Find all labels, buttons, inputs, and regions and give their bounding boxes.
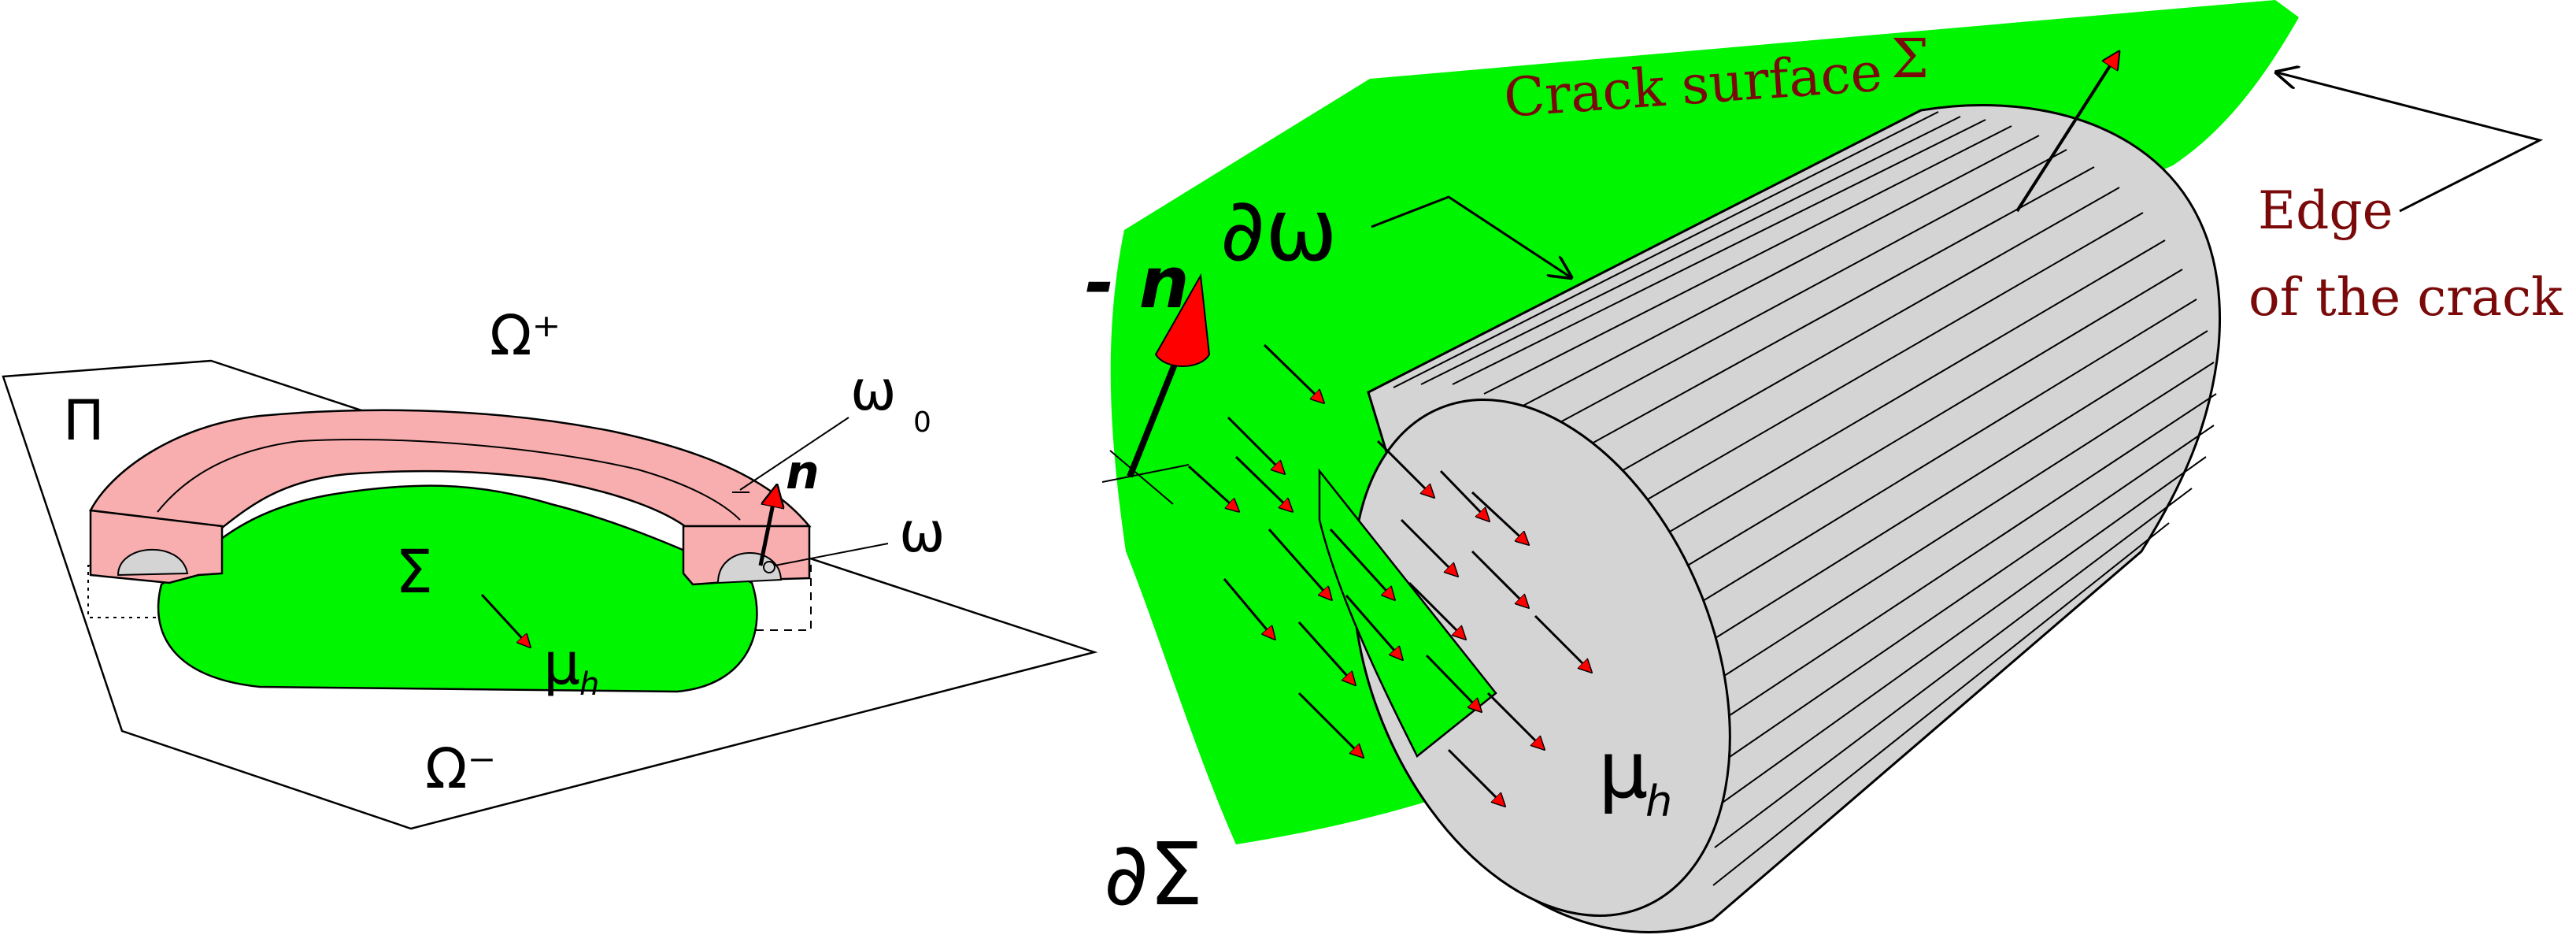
omega0-leader	[739, 417, 849, 491]
boundary-sigma-label: ∂Σ	[1104, 824, 1203, 925]
normal-n-arrow	[758, 488, 776, 566]
minus-n-cone	[1154, 273, 1211, 367]
edge-caption-line1: Edge	[2258, 180, 2393, 241]
crack-normal-arrow	[2015, 54, 2118, 213]
cross-section-omega-label: ω	[899, 500, 946, 565]
mu-h-subscript-left: h	[579, 666, 599, 703]
tube-ridge-line	[157, 439, 741, 521]
minus-n-shaft	[1127, 357, 1180, 478]
cylinder-front-face	[1352, 399, 1731, 917]
crack-surface-cut	[1318, 468, 1497, 758]
measure-arrows-face	[1376, 440, 1590, 805]
left-panel: Π Ω⁺ Ω⁻ ω 0 ω n Σ μ h	[2, 303, 1098, 830]
right-panel: Crack surface Σ Edge of the crack ∂ω - n…	[1085, 0, 2563, 933]
measure-arrows-outer	[1187, 343, 1401, 756]
omega-marker-circle	[763, 561, 775, 573]
omega-leader	[774, 543, 889, 566]
minus-n-cross-a	[1109, 450, 1174, 505]
surface-sigma-label: Σ	[395, 536, 433, 607]
crack-surface-sigma	[157, 484, 758, 693]
mu-h-label-right: μ	[1598, 724, 1649, 816]
edge-caption-line2: of the crack	[2248, 267, 2563, 328]
normal-n-label: n	[786, 445, 820, 500]
minus-normal-label: - n	[1085, 242, 1190, 325]
lower-domain-label: Ω⁻	[425, 736, 496, 801]
cylinder-hatching	[1393, 111, 2217, 886]
mu-h-arrow-left	[480, 593, 529, 646]
tube-omega0-label: ω	[850, 358, 897, 423]
boundary-omega-leader	[1371, 195, 1571, 277]
boundary-omega-label: ∂ω	[1220, 180, 1338, 280]
tube-omega0-subscript: 0	[913, 406, 931, 439]
upper-domain-label: Ω⁺	[490, 303, 561, 368]
edge-leader	[2277, 72, 2544, 213]
tube-left-cross-section	[117, 548, 189, 577]
minus-n-cross-b	[1101, 464, 1190, 483]
plane-pi-label: Π	[63, 388, 105, 453]
mu-h-label-left: μ	[543, 630, 580, 698]
crack-surface-symbol: Σ	[1891, 28, 1929, 91]
mu-h-subscript-right: h	[1645, 777, 1672, 826]
tube-right-cross-section	[716, 552, 783, 584]
